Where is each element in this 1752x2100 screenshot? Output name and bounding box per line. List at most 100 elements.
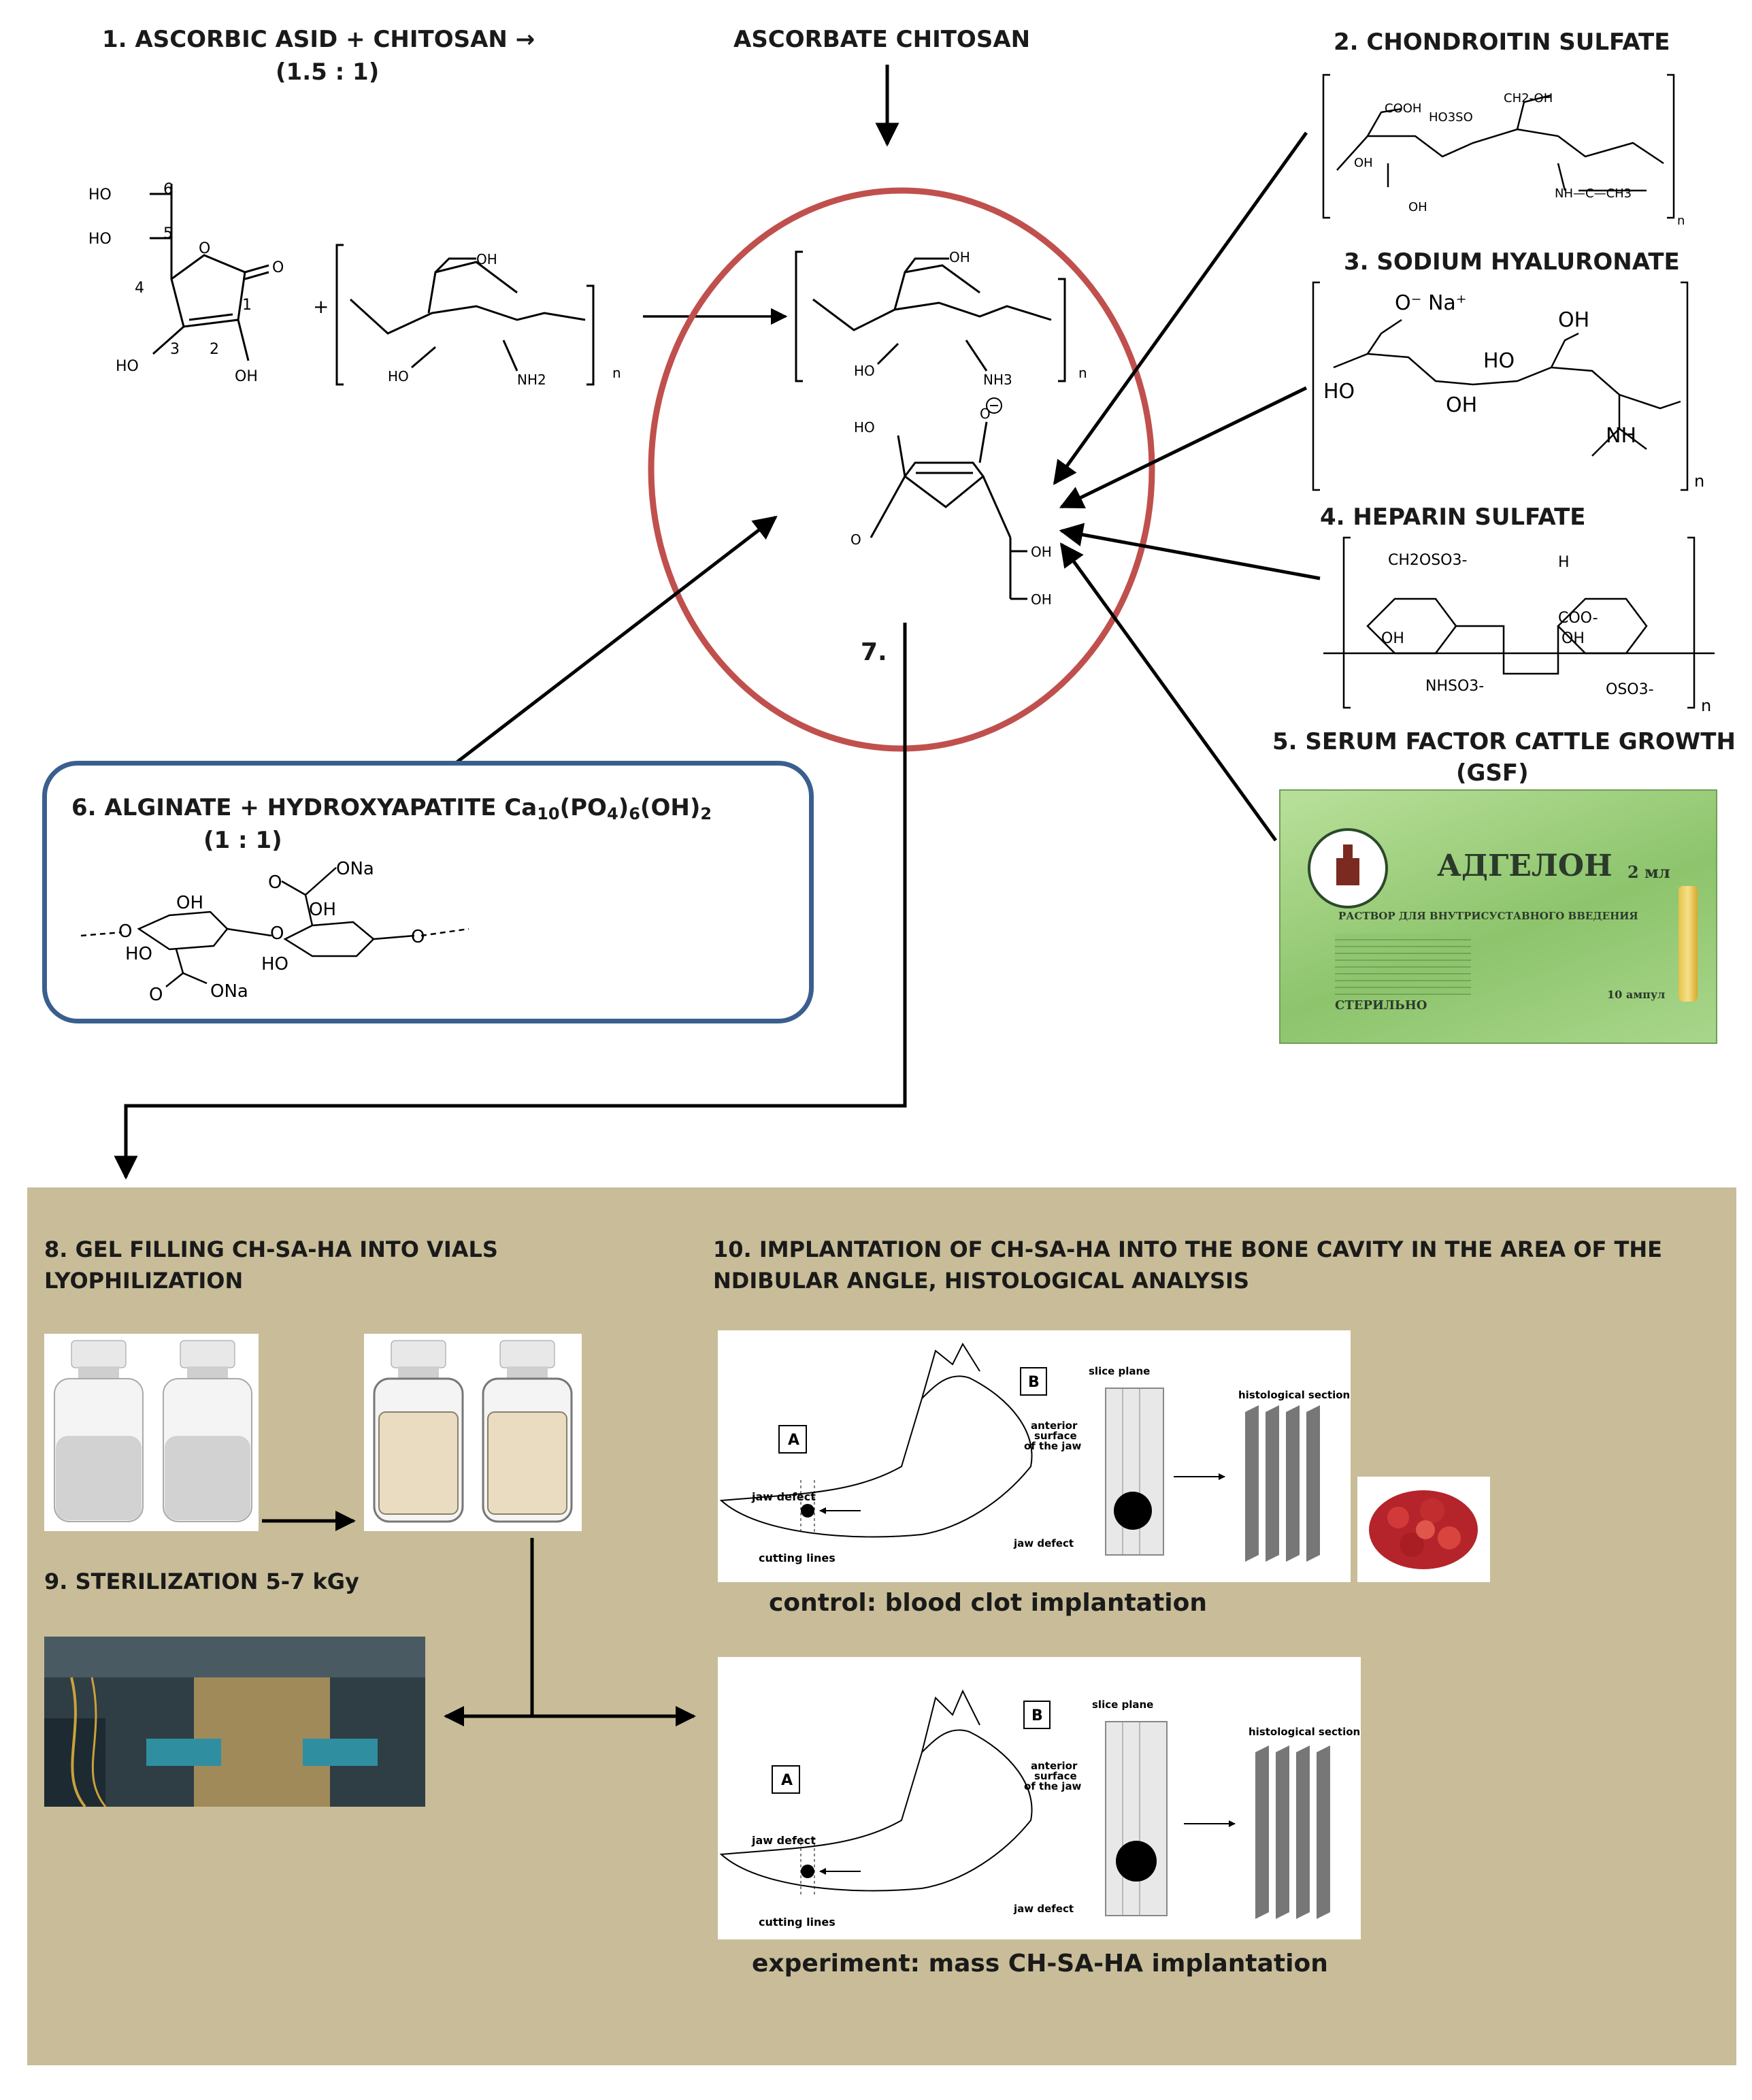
experiment-anterior-1: anterior [1031, 1760, 1078, 1772]
hyaluronate-nh: NH [1606, 424, 1636, 448]
step5-abbr: (GSF) [1456, 759, 1529, 787]
hyaluronate-structure [1312, 281, 1689, 491]
sterilization-equipment-image [44, 1637, 425, 1808]
step8-title-line2: LYOPHILIZATION [44, 1268, 244, 1294]
formula-sub-2: 2 [700, 804, 712, 823]
control-cutting-lines: cutting lines [759, 1552, 836, 1564]
step7-label: 7. [861, 638, 887, 666]
ascorbate-o-minus: O [980, 406, 991, 422]
formula-po: (PO [559, 794, 607, 821]
ascorbate-oh-1: OH [1031, 544, 1052, 560]
alginate-o-right: O [411, 927, 425, 947]
hyaluronate-oh-bot: OH [1446, 393, 1477, 417]
heparin-oso3: OSO3- [1606, 681, 1654, 698]
alginate-o-1: O [149, 985, 163, 1004]
alginate-ho-2: HO [261, 954, 288, 974]
heparin-oh-2: OH [1561, 630, 1585, 647]
alginate-o-mid: O [270, 923, 284, 944]
gsf-product-box: АДГЕЛОН 2 мл РАСТВОР ДЛЯ ВНУТРИСУСТАВНОГ… [1279, 789, 1717, 1044]
chitosan-ho: HO [388, 368, 409, 384]
alginate-ho-1: HO [125, 944, 152, 964]
experiment-label-b: B [1031, 1707, 1043, 1724]
step8-title-line1: 8. GEL FILLING CH-SA-HA INTO VIALS [44, 1236, 498, 1262]
hyaluronate-ho-left: HO [1323, 380, 1355, 404]
alginate-ratio: (1 : 1) [203, 827, 282, 854]
alginate-structure: O OH HO O ONa O ONa O OH HO O [80, 859, 469, 1004]
reaction-scheme: HO HO 6 5 4 3 2 1 O O HO OH + OH HO NH2 … [88, 65, 1715, 1180]
alginate-oh-2: OH [309, 900, 336, 920]
step2-title: 2. CHONDROITIN SULFATE [1334, 29, 1670, 56]
product-text-block [1335, 934, 1471, 995]
ascorbic-keto-o: O [272, 259, 284, 276]
chondroitin-ch2oh: CH2-OH [1504, 91, 1553, 105]
heparin-h-top: H [1558, 554, 1570, 571]
ascorbic-num6: 6 [163, 181, 173, 198]
step9-title: 9. STERILIZATION 5-7 kGy [44, 1569, 359, 1594]
product-volume: 2 мл [1627, 862, 1670, 882]
ascorbic-num4: 4 [135, 280, 144, 297]
chitosan-n: n [612, 365, 621, 381]
ascorbate-chitosan-oh: OH [949, 249, 970, 265]
formula-sub-10: 10 [537, 804, 560, 823]
experiment-slice-plane: slice plane [1092, 1699, 1153, 1711]
control-slice-plane: slice plane [1089, 1365, 1150, 1377]
control-jaw-defect-b: jaw defect [1013, 1537, 1074, 1549]
alginate-oh-1: OH [176, 893, 203, 913]
experiment-histological: histological sections [1249, 1726, 1361, 1738]
arrow-from-gsf [1059, 542, 1278, 842]
svg-text:+: + [313, 295, 329, 318]
formula-sub-4: 4 [606, 804, 618, 823]
experiment-jaw-diagram: A jaw defect cutting lines B slice plane… [718, 1657, 1366, 1939]
hyaluronate-o-na: O⁻ Na⁺ [1395, 291, 1467, 315]
ascorbate-chitosan-nh3: NH3 [983, 372, 1012, 388]
hyaluronate-ho-mid: HO [1483, 349, 1515, 373]
step5-title: 5. SERUM FACTOR CATTLE GROWTH [1272, 728, 1736, 755]
heparin-structure [1323, 536, 1715, 709]
arrow-from-chondroitin [1053, 131, 1308, 485]
experiment-anterior-3: of the jaw [1024, 1780, 1082, 1792]
hyaluronate-n: n [1694, 472, 1704, 491]
experiment-jaw-defect-b: jaw defect [1013, 1903, 1074, 1915]
heparin-coo: COO- [1558, 610, 1598, 627]
ascorbic-num3: 3 [170, 341, 180, 358]
alginate-o-2: O [268, 872, 282, 893]
arrow-from-heparin [1059, 523, 1321, 580]
ascorbate-title: ASCORBATE CHITOSAN [733, 26, 1031, 53]
chondroitin-n: n [1677, 214, 1685, 228]
step1-ratio: (1.5 : 1) [276, 59, 380, 86]
chitosan-nh2: NH2 [517, 372, 546, 388]
ascorbic-acid-structure [150, 184, 269, 361]
formula-oh: (OH) [640, 794, 701, 821]
step10-title-line2: NDIBULAR ANGLE, HISTOLOGICAL ANALYSIS [713, 1268, 1249, 1294]
control-caption: control: blood clot implantation [769, 1589, 1207, 1617]
ascorbate-ho: HO [854, 419, 875, 436]
step3-title: 3. SODIUM HYALURONATE [1344, 248, 1680, 276]
step10-title-line1: 10. IMPLANTATION OF CH-SA-HA INTO THE BO… [713, 1236, 1662, 1262]
ascorbate-chitosan-n: n [1078, 365, 1087, 381]
formula-paren: ) [618, 794, 629, 821]
step1-title: 1. ASCORBIC ASID + CHITOSAN → [102, 26, 535, 53]
control-label-b: B [1028, 1374, 1040, 1391]
alginate-ona-2: ONa [336, 859, 374, 879]
ascorbic-ring-o: O [199, 240, 210, 257]
ascorbate-chitosan-ho: HO [854, 363, 875, 379]
process-panel: 8. GEL FILLING CH-SA-HA INTO VIALS LYOPH… [27, 1187, 1736, 2065]
ascorbate-oh-2: OH [1031, 591, 1052, 608]
experiment-cutting-lines: cutting lines [759, 1916, 836, 1929]
control-histological: histological sections [1238, 1389, 1351, 1401]
ascorbic-oh-2: OH [235, 368, 258, 385]
arrow-from-alginate [451, 515, 778, 767]
vials-filled-image [44, 1334, 259, 1531]
arrow-to-bottom-panel [114, 623, 907, 1180]
ascorbic-num1: 1 [242, 297, 252, 314]
step4-title: 4. HEPARIN SULFATE [1320, 504, 1586, 531]
heparin-n: n [1701, 696, 1711, 715]
chondroitin-structure [1322, 73, 1675, 219]
blood-clot-image [1357, 1477, 1490, 1582]
chondroitin-nhcch3: NH—C—CH3 [1555, 186, 1632, 201]
alginate-o-left: O [118, 921, 132, 942]
product-subtitle: РАСТВОР ДЛЯ ВНУТРИСУСТАВНОГО ВВЕДЕНИЯ [1338, 910, 1638, 922]
alginate-title: 6. ALGINATE + HYDROXYAPATITE Ca10(PO4)6(… [71, 794, 712, 823]
experiment-anterior-2: surface [1034, 1770, 1077, 1782]
vials-lyophilized-image [364, 1334, 582, 1531]
